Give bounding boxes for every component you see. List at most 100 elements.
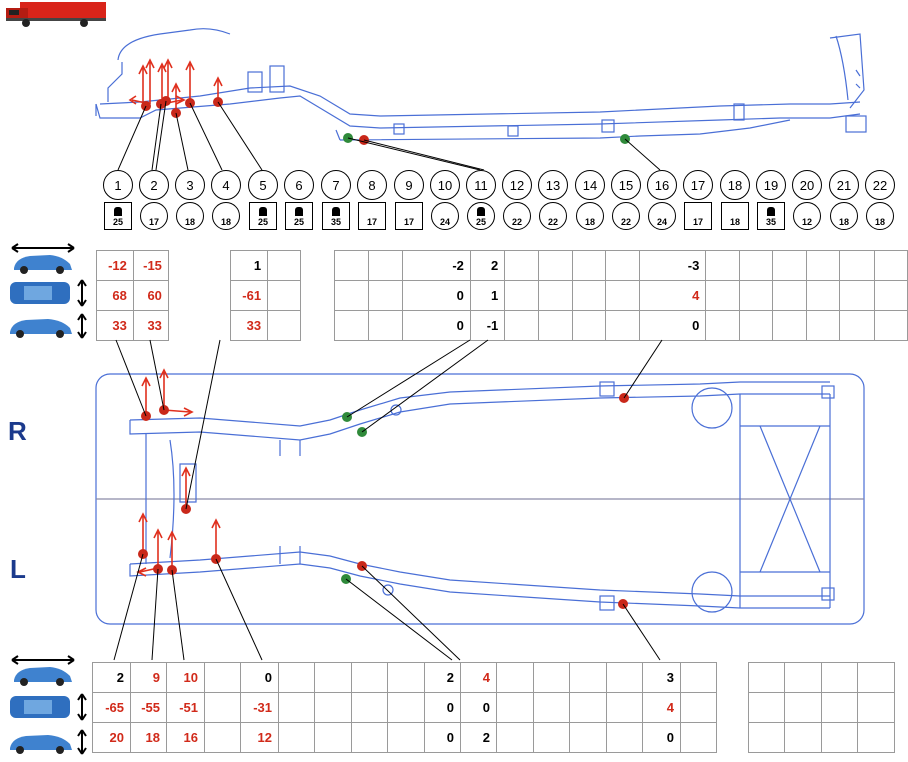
table-cell	[839, 310, 875, 341]
table-cell	[387, 662, 425, 693]
side-view-frame	[95, 28, 867, 170]
table-cell: 33	[230, 310, 269, 341]
right-side-dimension-table: -12 -15 1 -2 2 -3 68 60 -61	[96, 250, 908, 341]
table-cell	[496, 662, 534, 693]
table-cell	[496, 722, 534, 753]
table-cell	[857, 692, 895, 723]
table-cell: -65	[92, 692, 131, 723]
table-cell: -2	[402, 250, 471, 281]
table-cell	[504, 310, 539, 341]
table-cell: 0	[424, 692, 461, 723]
tool-symbol-14: 18	[576, 202, 604, 230]
table-cell	[204, 692, 241, 723]
point-number-12: 12	[502, 170, 532, 200]
table-cell	[738, 310, 773, 341]
table-cell	[605, 310, 641, 341]
table-cell	[784, 722, 822, 753]
tool-symbol-8: 17	[358, 202, 386, 230]
table-cell: -55	[130, 692, 167, 723]
table-cell	[351, 662, 388, 693]
point-number-22: 22	[865, 170, 895, 200]
table-cell: 33	[96, 310, 134, 341]
table-cell	[821, 692, 858, 723]
table-cell	[680, 722, 717, 753]
table-cell	[387, 722, 425, 753]
plan-view-frame	[95, 368, 865, 625]
tool-symbol-7: 35	[322, 202, 350, 230]
table-cell	[496, 692, 534, 723]
table-cell: -51	[166, 692, 205, 723]
table-cell	[333, 280, 369, 311]
left-side-dimension-table: 2 9 10 0 2 4 3 -65 -55 -51 -31	[92, 662, 717, 753]
table-cell	[533, 692, 570, 723]
table-cell	[606, 722, 643, 753]
table-cell	[821, 662, 858, 693]
table-cell	[680, 662, 717, 693]
point-number-2: 2	[139, 170, 169, 200]
tool-symbol-12: 22	[503, 202, 531, 230]
height-car-icon-right	[10, 313, 87, 339]
table-cell	[314, 662, 352, 693]
point-number-3: 3	[175, 170, 205, 200]
point-number-15: 15	[611, 170, 641, 200]
table-cell: -12	[96, 250, 134, 281]
tool-symbol-13: 22	[539, 202, 567, 230]
table-cell	[873, 280, 908, 311]
point-number-7: 7	[321, 170, 351, 200]
point-number-5: 5	[248, 170, 278, 200]
left-side-label: L	[10, 554, 26, 584]
table-cell: 1	[469, 280, 506, 311]
table-cell: 0	[639, 310, 707, 341]
table-cell	[267, 310, 302, 341]
table-cell	[705, 310, 740, 341]
table-cell: 2	[92, 662, 131, 693]
table-cell	[873, 310, 908, 341]
tool-symbol-6: 25	[285, 202, 313, 230]
table-cell	[278, 692, 315, 723]
table-cell	[351, 722, 388, 753]
table-cell: 0	[402, 280, 471, 311]
table-cell	[569, 692, 607, 723]
table-cell: 2	[424, 662, 461, 693]
table-cell: 0	[424, 722, 461, 753]
table-cell: 0	[402, 310, 471, 341]
tool-symbol-20: 12	[793, 202, 821, 230]
table-cell	[333, 310, 369, 341]
table-cell	[606, 692, 643, 723]
table-cell	[569, 662, 607, 693]
tool-symbol-11: 25	[467, 202, 495, 230]
point-number-10: 10	[430, 170, 460, 200]
table-cell	[771, 280, 808, 311]
point-number-20: 20	[792, 170, 822, 200]
table-cell	[333, 250, 369, 281]
table-cell	[857, 722, 895, 753]
table-cell	[680, 692, 717, 723]
tow-truck-icon	[6, 2, 106, 27]
table-cell	[569, 722, 607, 753]
tool-symbol-4: 18	[212, 202, 240, 230]
table-cell: 0	[460, 692, 497, 723]
table-cell: -15	[132, 250, 169, 281]
table-cell: 4	[460, 662, 497, 693]
table-cell	[784, 692, 822, 723]
table-cell: 20	[92, 722, 131, 753]
table-cell: 0	[240, 662, 279, 693]
table-cell: 10	[166, 662, 205, 693]
point-number-9: 9	[394, 170, 424, 200]
table-cell	[571, 310, 607, 341]
table-cell	[314, 692, 352, 723]
tool-symbol-1: 25	[104, 202, 132, 230]
point-number-6: 6	[284, 170, 314, 200]
table-cell: 33	[132, 310, 169, 341]
table-cell: 4	[639, 280, 707, 311]
table-cell	[748, 692, 785, 723]
point-number-4: 4	[211, 170, 241, 200]
width-car-icon-left	[10, 693, 87, 721]
table-cell	[387, 692, 425, 723]
table-cell: 0	[642, 722, 681, 753]
table-cell	[748, 662, 785, 693]
tool-symbol-10: 24	[431, 202, 459, 230]
table-cell: -31	[240, 692, 279, 723]
point-number-13: 13	[538, 170, 568, 200]
